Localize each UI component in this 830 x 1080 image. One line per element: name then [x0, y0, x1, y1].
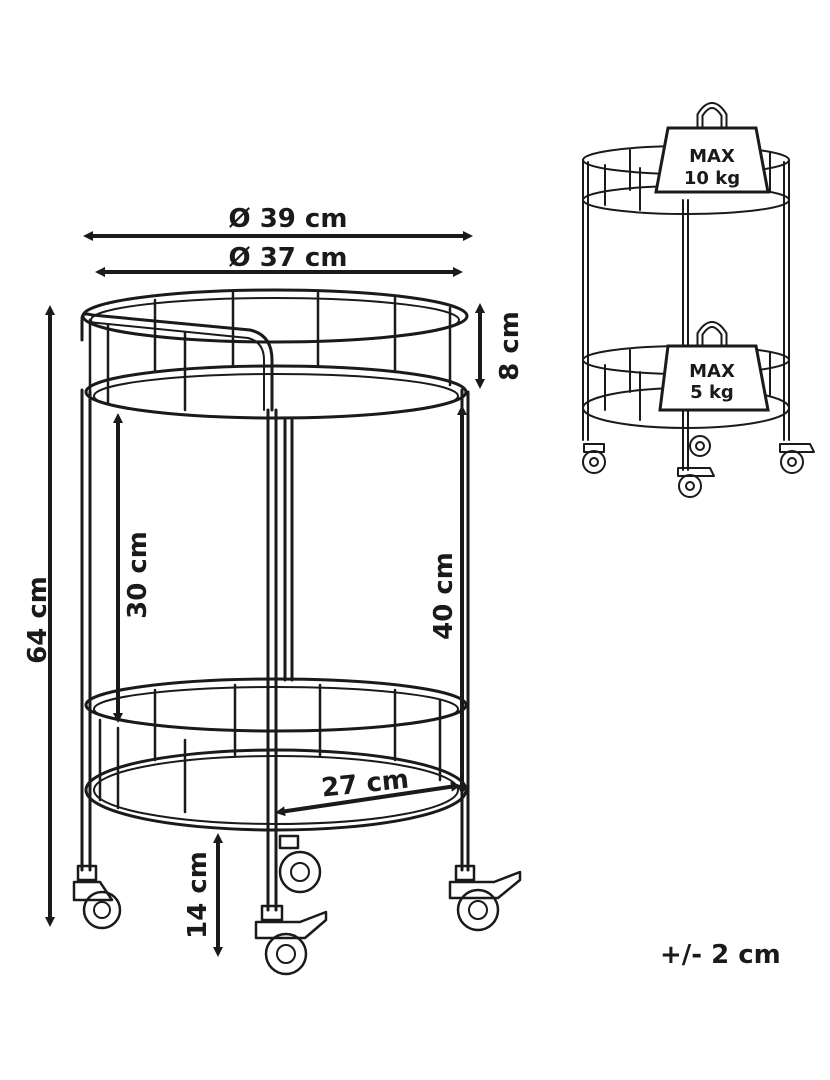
weight-icon-bottom	[658, 321, 770, 412]
bottom-diameter-arrow	[275, 781, 461, 817]
bottom-load-line1: MAX	[689, 361, 735, 382]
legs	[80, 388, 470, 912]
tolerance-note: +/- 2 cm	[660, 940, 781, 970]
bottom-diameter-label: 27 cm	[320, 765, 410, 804]
rail-height-label: 8 cm	[495, 311, 525, 381]
trolley-load-diagram: MAX 10 kg MAX 5 kg	[582, 102, 815, 498]
top-load-line2: 10 kg	[684, 168, 740, 189]
floor-clearance-label: 14 cm	[183, 851, 213, 939]
caster-left	[72, 864, 122, 930]
caster-center	[254, 904, 328, 976]
total-height-label: 64 cm	[23, 576, 53, 664]
bottom-rail-bars	[98, 683, 442, 814]
shelf-gap-label: 30 cm	[123, 531, 153, 619]
bottom-load-line2: 5 kg	[690, 382, 734, 403]
handle	[80, 312, 274, 412]
dimension-arrows	[45, 231, 485, 957]
caster-right	[448, 864, 522, 932]
outer-diameter-label: Ø 39 cm	[229, 204, 348, 234]
top-load-line1: MAX	[689, 146, 735, 167]
caster-back	[278, 834, 322, 894]
inner-diameter-label: Ø 37 cm	[229, 243, 348, 273]
top-shelf-height-label: 40 cm	[429, 552, 459, 640]
weight-icon-top	[654, 102, 770, 194]
